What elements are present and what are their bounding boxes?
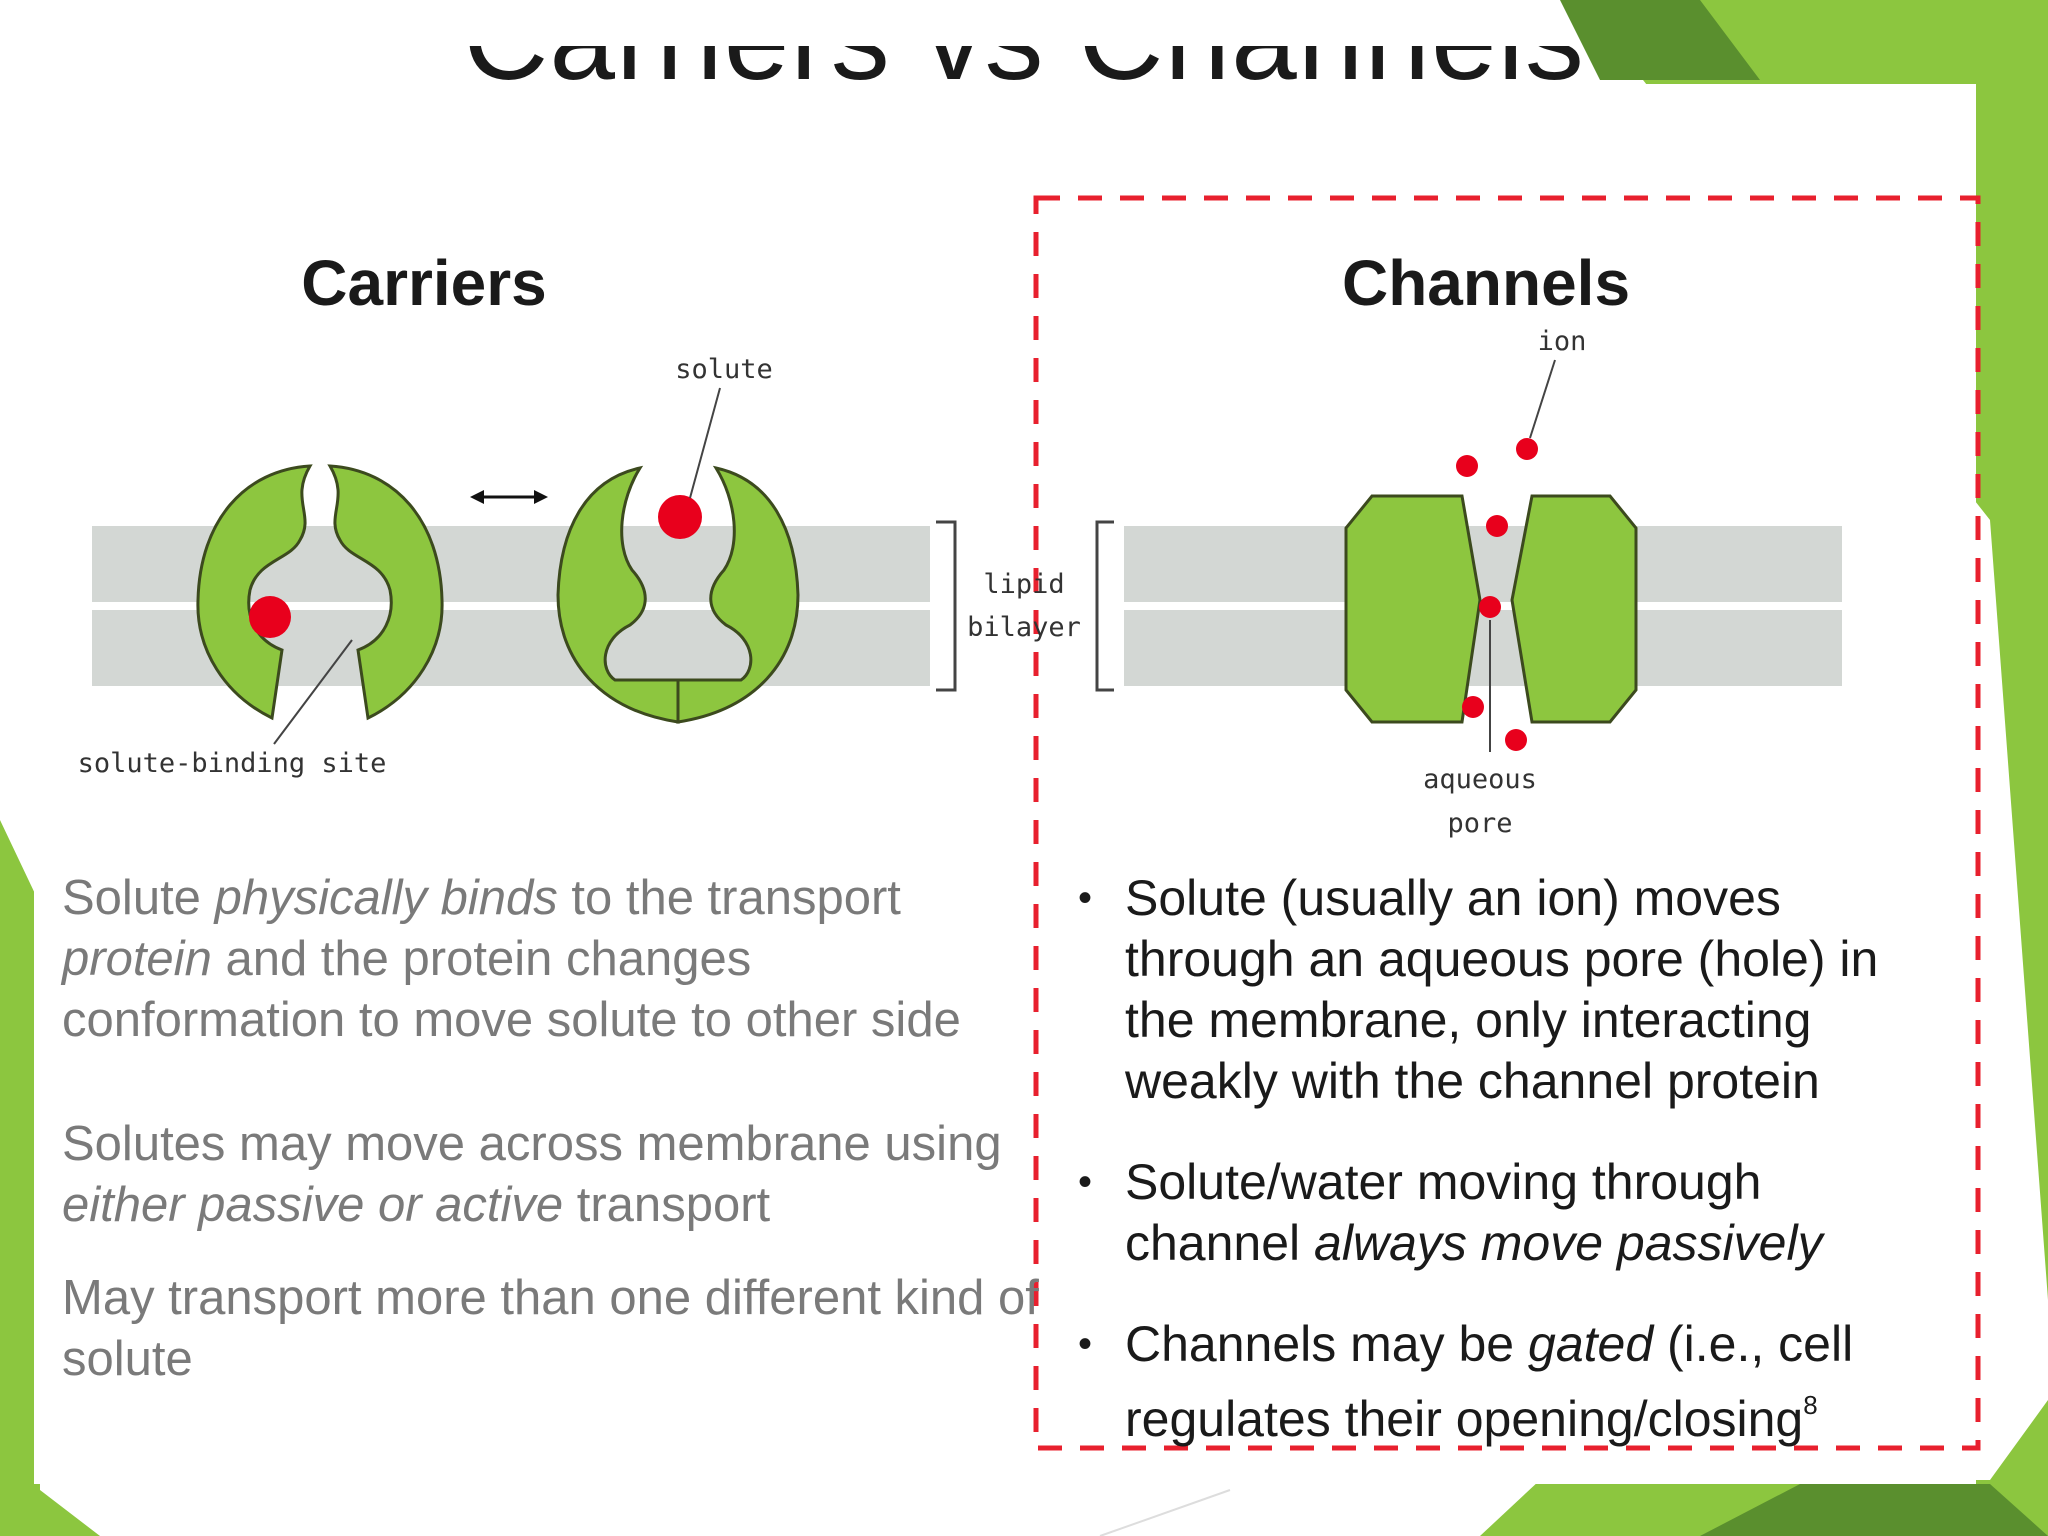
channel-bullet-pore: • Solute (usually an ion) moves through … [1070,868,1950,1112]
channel-membrane-lower [1124,610,1842,686]
text-emphasis: physically binds [214,871,558,925]
text-run: Solute [62,871,215,925]
solute-leader-line [689,387,721,499]
binding-site-leader-line [273,639,353,745]
solute-dot-bound [249,596,291,638]
carriers-paragraph-transport-mode: Solutes may move across membrane using e… [62,1114,1042,1236]
channels-highlight-box [1033,195,1981,1451]
carrier-protein-open-inside [196,464,444,721]
bilayer-label: bilayer [967,612,1081,643]
ion-dot [1516,438,1538,460]
channel-protein-right [1510,494,1638,724]
carrier-protein-open-outside [556,465,800,724]
text-emphasis: always move passively [1314,1215,1823,1271]
text-run: Solute/water moving through channel [1125,1154,1762,1271]
decor-thin-line [1099,1489,1231,1536]
channel-bullet-passive: • Solute/water moving through channel al… [1070,1152,1950,1274]
lipid-label: lipid [983,569,1064,600]
decor-top-right-dark [1560,0,1760,80]
bullet-glyph: • [1078,1322,1093,1366]
decor-left-strip [0,820,100,1536]
solute-label: solute [675,354,773,385]
channels-bullet-list: • Solute (usually an ion) moves through … [1070,868,1950,1450]
channel-bullet-gated: • Channels may be gated (i.e., cell regu… [1070,1314,1950,1450]
text-run: and the protein changes conformation to … [62,932,961,1047]
text-run: to the transport [557,871,901,925]
bullet-glyph: • [1078,1160,1093,1204]
carriers-heading: Carriers [301,247,547,319]
ion-label: ion [1538,326,1587,357]
text-run: transport [563,1178,771,1232]
text-emphasis: gated [1528,1316,1654,1372]
bilayer-bracket-right [1095,520,1114,692]
bullet-glyph: • [1078,876,1093,920]
ion-dot [1456,455,1478,477]
reference-marker: 8 [1803,1390,1818,1420]
channel-protein-left [1344,494,1482,724]
solute-dot-entering [658,495,702,539]
text-run: (i.e., cell regulates their opening/clos… [1125,1316,1854,1447]
text-emphasis: protein [62,932,212,986]
text-run: Channels may be [1125,1316,1529,1372]
channels-heading: Channels [1342,247,1630,319]
ion-dot [1486,515,1508,537]
pore-label: pore [1447,808,1512,839]
carriers-paragraph-multiple-solutes: May transport more than one different ki… [62,1271,1039,1386]
content-card [34,84,1976,1484]
binding-site-label: solute-binding site [78,748,387,779]
text-run: Solute (usually an ion) moves through an… [1125,870,1879,1109]
text-run: Solutes may move across membrane using [62,1117,1002,1171]
decor-bottom-dark [1700,1484,2048,1536]
ion-dot [1479,596,1501,618]
ion-leader-line [1529,359,1556,439]
text-emphasis: either passive or active [62,1178,564,1232]
channel-membrane-upper [1124,526,1842,602]
aqueous-label: aqueous [1423,764,1537,795]
bilayer-bracket-left [936,520,957,692]
carriers-paragraph-binding: Solute physically binds to the transport… [62,868,1042,1051]
ion-dot [1462,696,1484,718]
ion-dot [1505,729,1527,751]
double-arrow-icon [470,490,548,504]
